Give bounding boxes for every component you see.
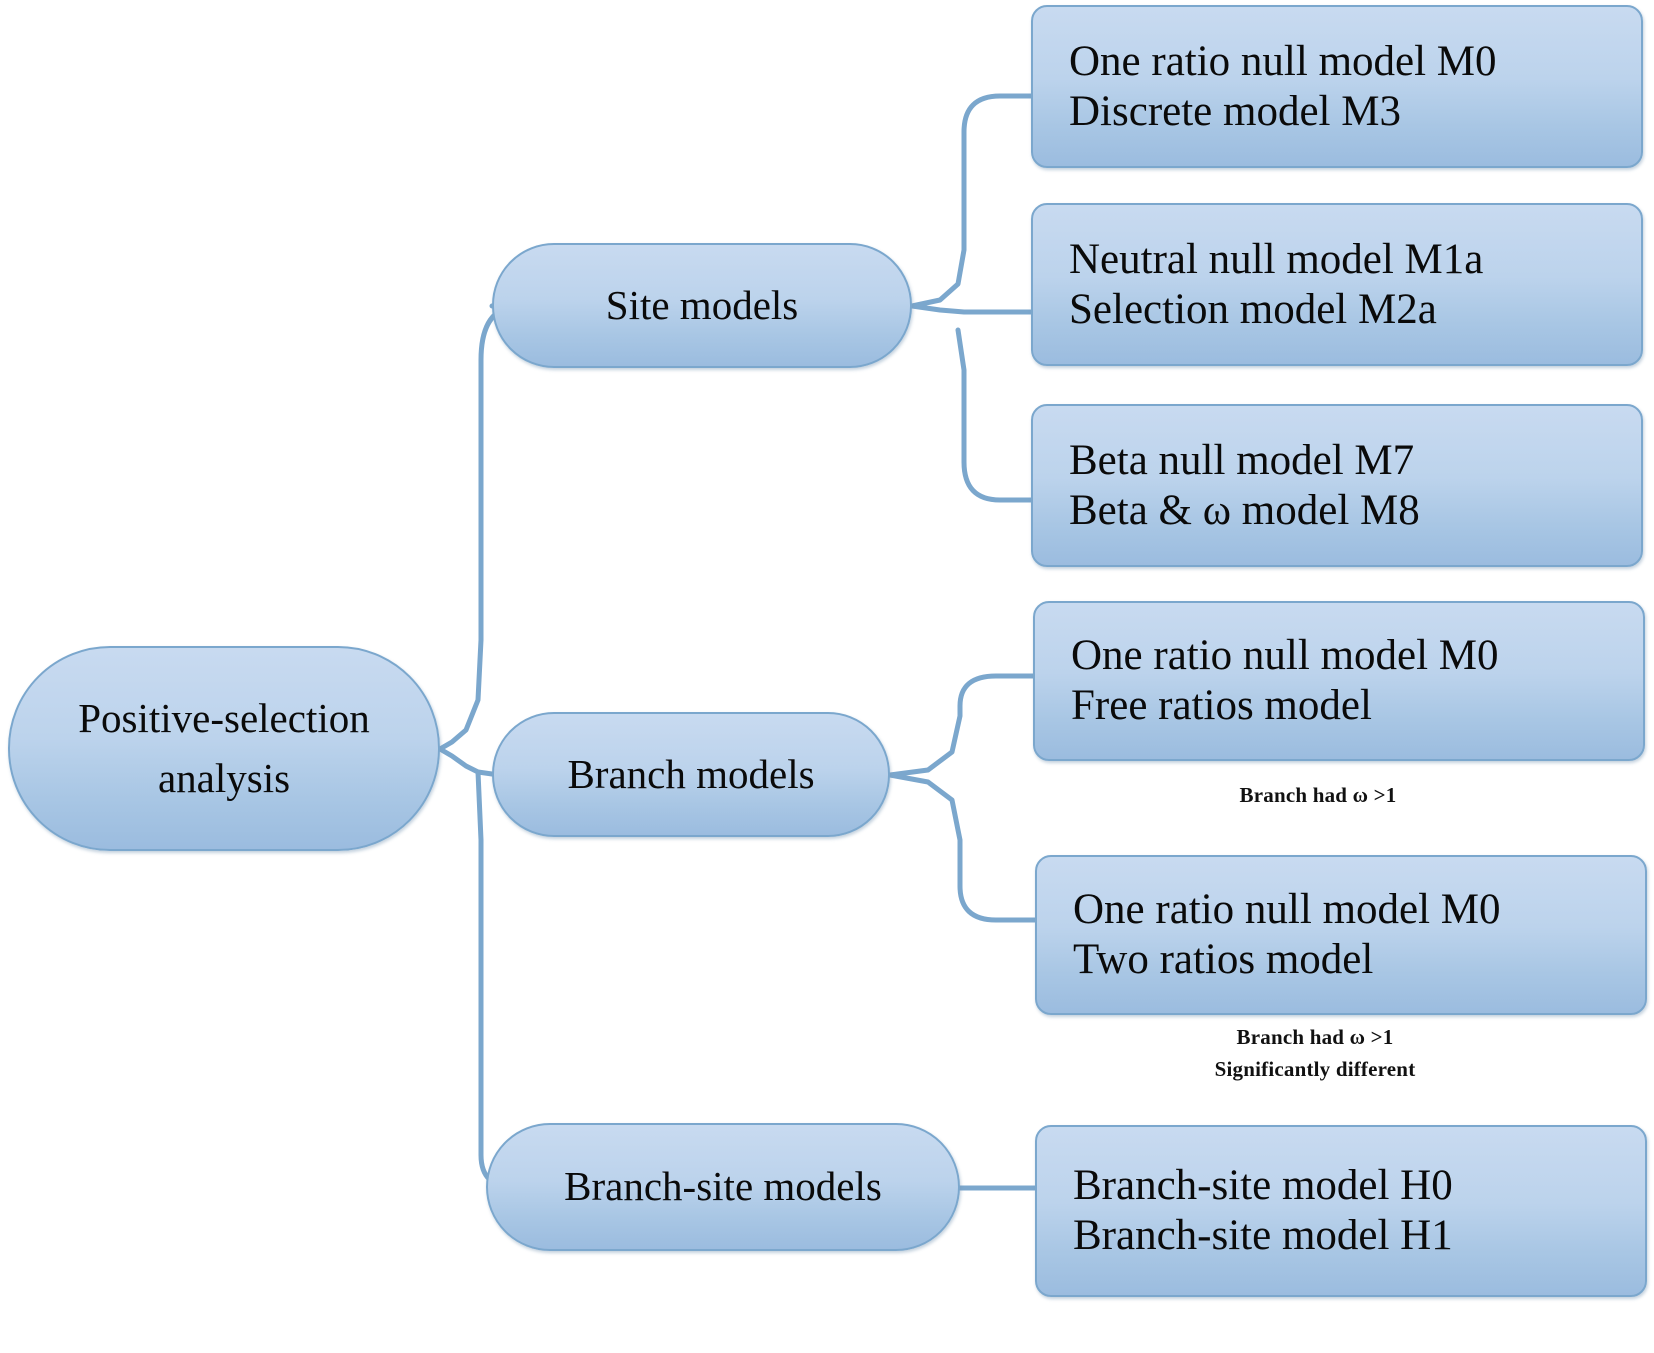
- connector-site-to-leaf-3: [955, 327, 1034, 503]
- connector-branch-to-leaf-1: [887, 673, 1036, 778]
- leaf-branch-1-line-2: Free ratios model: [1071, 682, 1372, 729]
- node-branch-site-models-label: Branch-site models: [564, 1163, 882, 1210]
- leaf-site-model-m1a-m2a[interactable]: Neutral null model M1a Selection model M…: [1031, 203, 1643, 366]
- node-site-models-label: Site models: [605, 281, 799, 328]
- node-root-line-2: analysis: [157, 754, 291, 801]
- leaf-branch-model-free-ratios[interactable]: One ratio null model M0 Free ratios mode…: [1033, 601, 1645, 761]
- leaf-branch-model-two-ratios[interactable]: One ratio null model M0 Two ratios model: [1035, 855, 1647, 1015]
- connector-branch-to-leaf-2: [887, 772, 1038, 923]
- leaf-site-3-line-2: Beta & ω model M8: [1069, 486, 1420, 534]
- leaf-branch-2-line-2: Two ratios model: [1073, 936, 1374, 983]
- node-branch-models-label: Branch models: [567, 750, 815, 797]
- connector-root-to-site: [437, 303, 523, 752]
- connector-site-to-leaf-2: [909, 303, 1034, 315]
- leaf-branch-1-line-1: One ratio null model M0: [1071, 632, 1499, 680]
- node-branch-site-models[interactable]: Branch-site models: [486, 1123, 960, 1251]
- leaf-site-model-m0-m3[interactable]: One ratio null model M0 Discrete model M…: [1031, 5, 1643, 168]
- annotation-branch-omega-significant-line-1: Branch had ω >1: [1236, 1025, 1394, 1049]
- leaf-site-2-line-1: Neutral null model M1a: [1069, 235, 1484, 283]
- connector-root-to-branch: [437, 746, 495, 777]
- leaf-branch-2-line-1: One ratio null model M0: [1073, 886, 1501, 934]
- node-root-line-1: Positive-selection: [78, 695, 370, 742]
- leaf-site-1-line-2: Discrete model M3: [1069, 87, 1401, 135]
- leaf-site-model-m7-m8[interactable]: Beta null model M7 Beta & ω model M8: [1031, 404, 1643, 567]
- leaf-branch-site-model-h0-h1[interactable]: Branch-site model H0 Branch-site model H…: [1035, 1125, 1647, 1297]
- connector-site-to-leaf-1: [909, 93, 1034, 309]
- connector-root-to-branch-site: [475, 769, 523, 1191]
- annotation-branch-omega-significant-line-2: Significantly different: [1214, 1056, 1416, 1081]
- leaf-bsite-1-line-2: Branch-site model H1: [1073, 1212, 1453, 1259]
- leaf-bsite-1-line-1: Branch-site model H0: [1073, 1162, 1453, 1210]
- leaf-site-2-line-2: Selection model M2a: [1069, 285, 1437, 333]
- leaf-site-3-line-1: Beta null model M7: [1069, 436, 1415, 484]
- annotation-branch-omega: Branch had ω >1: [1088, 780, 1548, 812]
- annotation-branch-omega-line-1: Branch had ω >1: [1239, 783, 1397, 807]
- leaf-site-1-line-1: One ratio null model M0: [1069, 37, 1497, 85]
- node-branch-models[interactable]: Branch models: [492, 712, 890, 837]
- node-root[interactable]: Positive-selection analysis: [8, 646, 440, 851]
- annotation-branch-omega-significant: Branch had ω >1 Significantly different: [1080, 1022, 1550, 1085]
- node-site-models[interactable]: Site models: [492, 243, 912, 368]
